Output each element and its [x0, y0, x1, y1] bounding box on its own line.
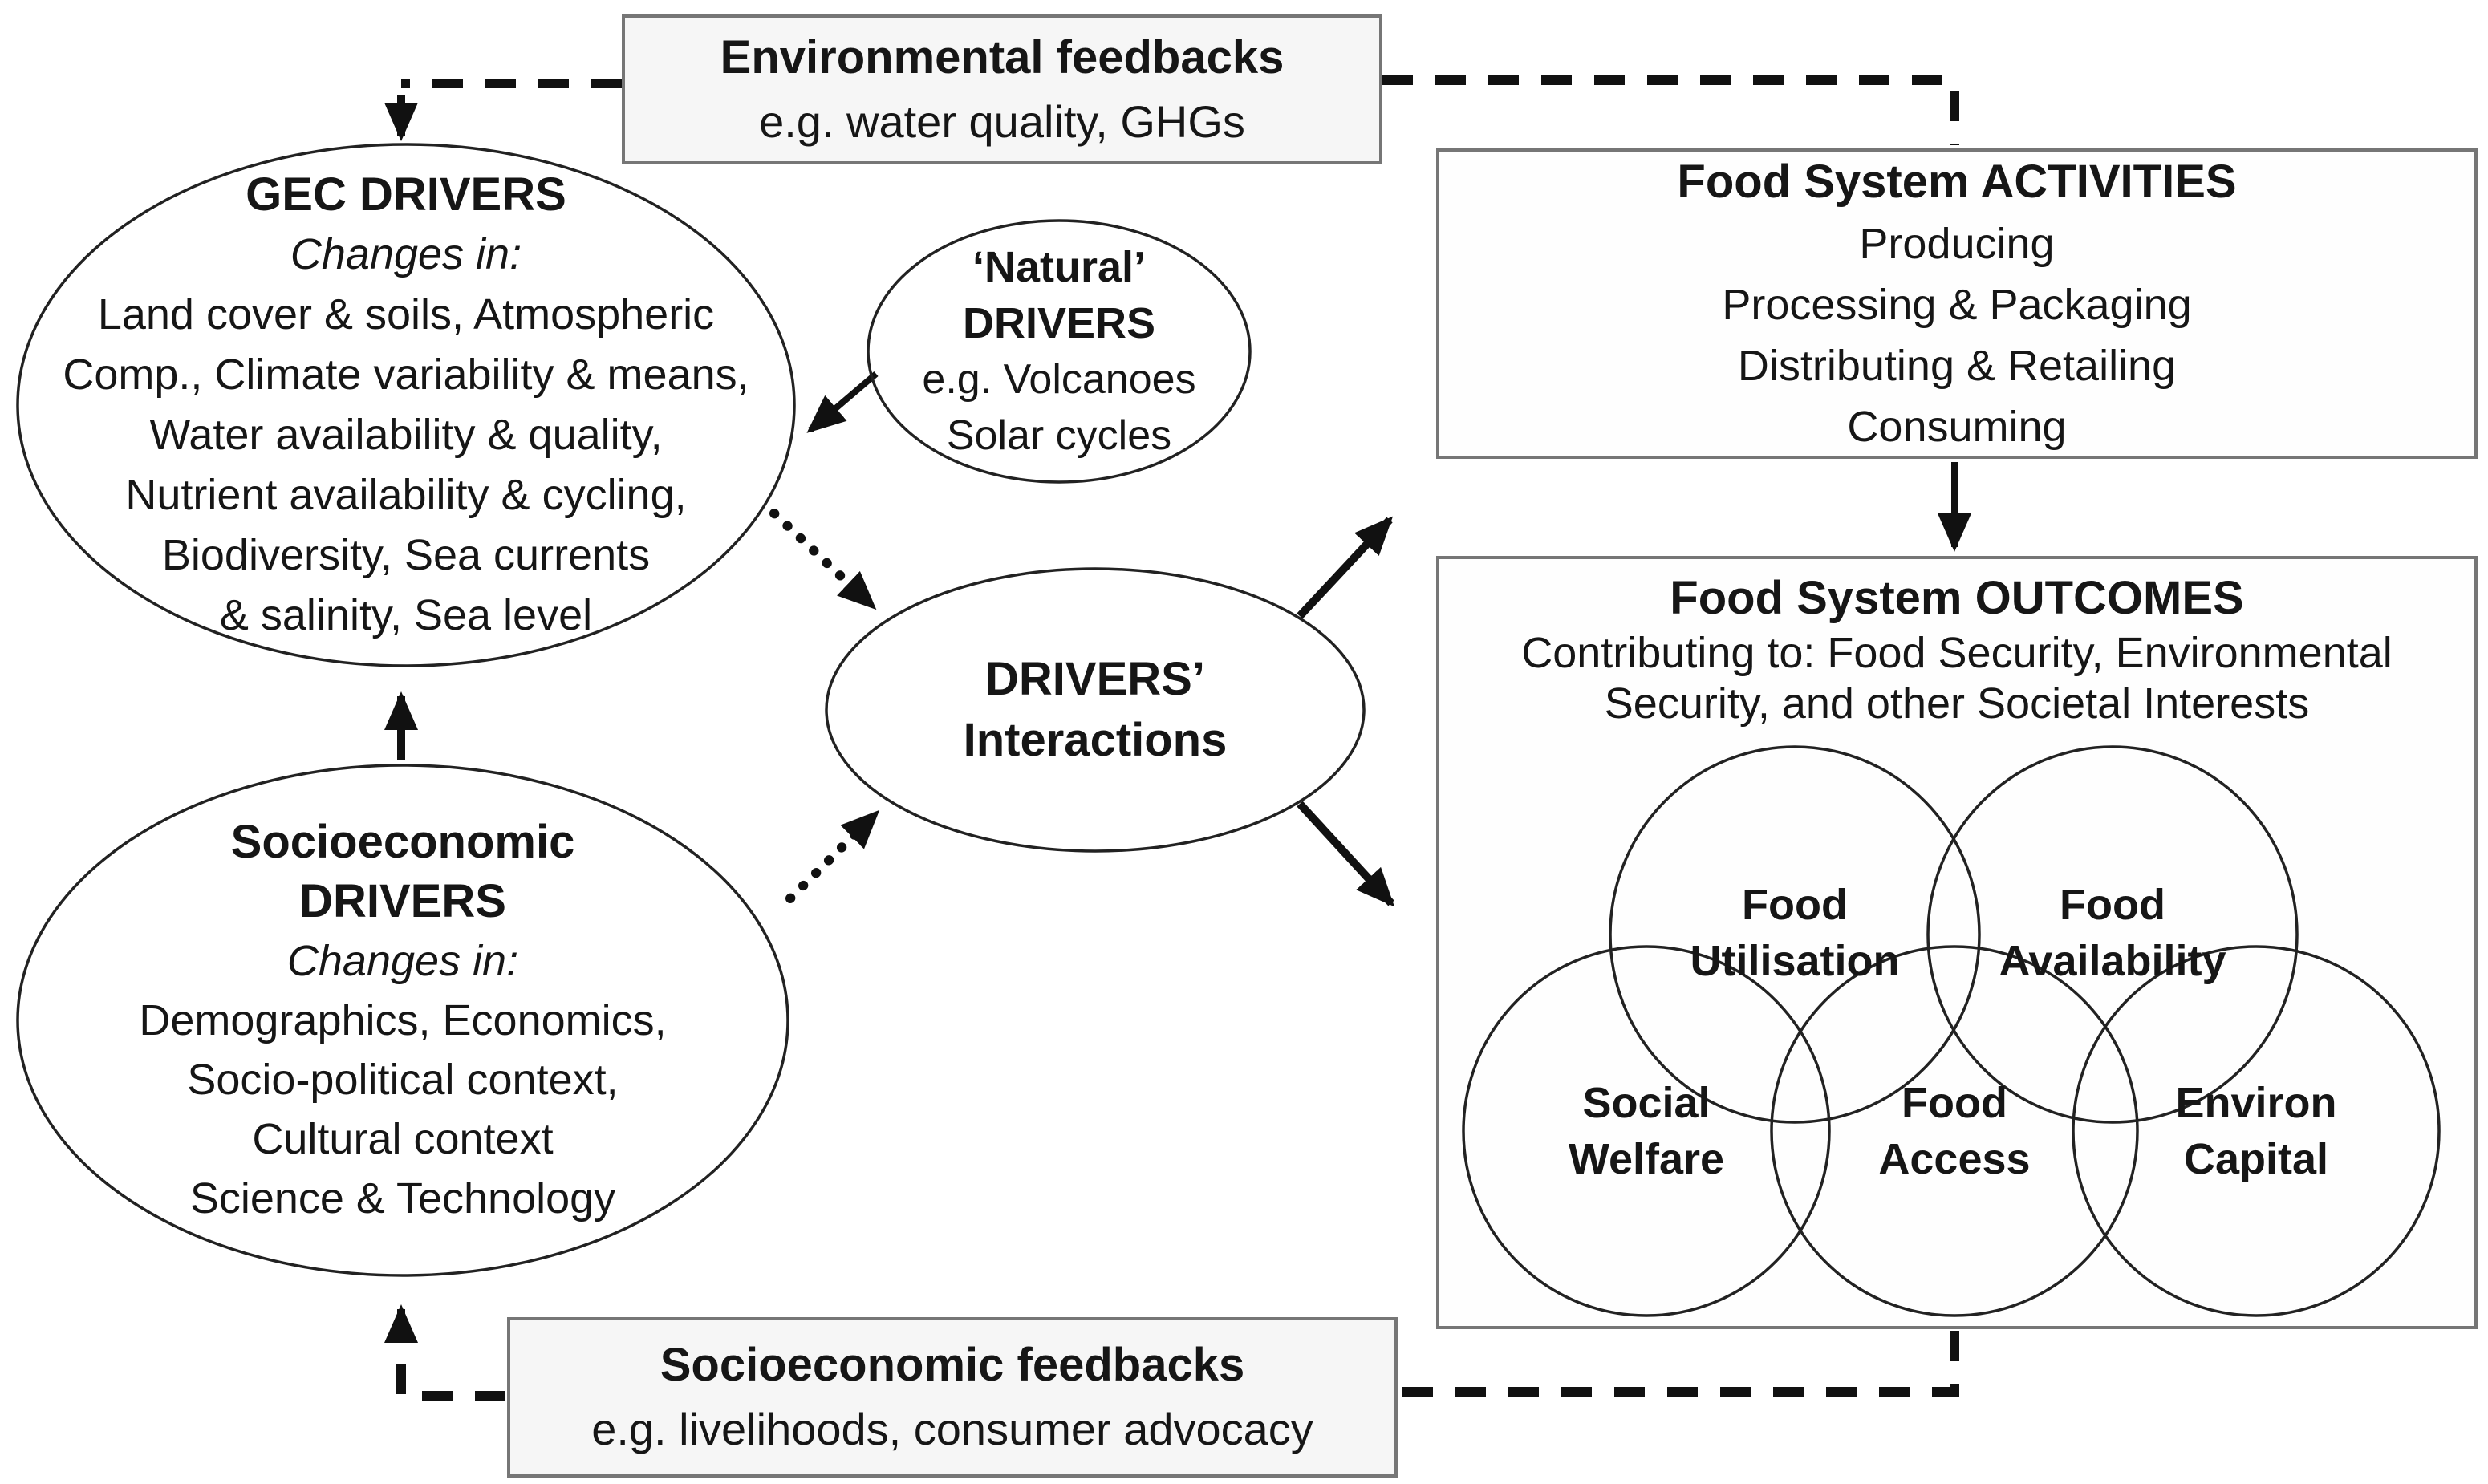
drivers-interactions-line: DRIVERS’ [985, 653, 1205, 705]
natural-drivers-text: ‘Natural’ DRIVERS e.g. Volcanoes Solar c… [875, 239, 1244, 464]
circle-label-line: Utilisation [1690, 937, 1900, 985]
env-feedback-connector-right [1382, 75, 1959, 145]
drivers-interactions-text: DRIVERS’ Interactions [895, 649, 1296, 771]
gec-drivers-line: Biodiversity, Sea currents [161, 531, 651, 579]
circle-label-line: Access [1878, 1135, 2031, 1183]
activity-item: Processing & Packaging [1722, 280, 2192, 329]
natural-to-gec-arrow [806, 371, 879, 433]
gec-drivers-line: & salinity, Sea level [219, 591, 593, 639]
gec-drivers-subtitle: Changes in: [290, 230, 522, 278]
outcomes-feedback-connector [1401, 1331, 1959, 1397]
circle-label-line: Social [1582, 1079, 1711, 1127]
food-system-activities-box: Food System ACTIVITIES Producing Process… [1436, 148, 2478, 459]
social-welfare-label: Social Welfare [1462, 1075, 1831, 1187]
socioeconomic-drivers-text: Socioeconomic DRIVERS Changes in: Demogr… [18, 813, 788, 1228]
environmental-feedbacks-title: Environmental feedbacks [720, 30, 1285, 83]
gec-drivers-line: Water availability & quality, [149, 411, 663, 459]
circle-label-line: Availability [1999, 937, 2226, 985]
gec-drivers-line: Nutrient availability & cycling, [125, 471, 687, 519]
activity-item: Consuming [1847, 402, 2067, 451]
outcomes-title: Food System OUTCOMES [1670, 572, 2244, 624]
socioeconomic-drivers-line: Socio-political context, [187, 1056, 619, 1104]
environmental-feedbacks-box: Environmental feedbacks e.g. water quali… [622, 14, 1382, 164]
environ-capital-label: Environ Capital [2072, 1075, 2441, 1187]
food-access-circle [1770, 945, 2139, 1317]
drivers-interactions-line: Interactions [963, 714, 1228, 766]
natural-drivers-title-line: DRIVERS [962, 299, 1156, 347]
food-availability-label: Food Availability [1928, 877, 2297, 989]
natural-drivers-line: e.g. Volcanoes [922, 356, 1196, 403]
natural-drivers-ellipse [867, 219, 1252, 484]
outcomes-subtitle-line: Contributing to: Food Security, Environm… [1521, 629, 2393, 677]
socioeconomic-drivers-subtitle: Changes in: [286, 937, 519, 985]
circle-label-line: Welfare [1568, 1135, 1725, 1183]
interactions-to-outcomes-arrow [1297, 801, 1395, 907]
drivers-interactions-ellipse [825, 567, 1366, 853]
socioeconomic-drivers-title-line: DRIVERS [299, 875, 506, 927]
activity-item: Distributing & Retailing [1737, 341, 2177, 390]
socio-to-interactions-dotted-arrow [785, 809, 881, 903]
environ-capital-circle [2072, 945, 2441, 1317]
natural-drivers-line: Solar cycles [946, 412, 1172, 459]
food-utilisation-circle [1609, 745, 1981, 1124]
interactions-to-activities-arrow [1297, 516, 1394, 619]
socioeconomic-drivers-line: Cultural context [252, 1115, 554, 1163]
activities-title: Food System ACTIVITIES [1677, 155, 2237, 208]
food-availability-circle [1926, 745, 2299, 1124]
socioeconomic-feedbacks-title: Socioeconomic feedbacks [660, 1339, 1245, 1391]
gec-drivers-line: Land cover & soils, Atmospheric [97, 290, 715, 339]
socioeconomic-feedbacks-box: Socioeconomic feedbacks e.g. livelihoods… [507, 1317, 1398, 1478]
activity-item: Producing [1859, 219, 2055, 268]
gec-drivers-line: Comp., Climate variability & means, [63, 351, 749, 399]
circle-label-line: Environ [2175, 1079, 2337, 1127]
outcomes-subtitle-line: Security, and other Societal Interests [1604, 679, 2310, 728]
natural-drivers-title-line: ‘Natural’ [972, 243, 1147, 291]
socioeconomic-drivers-title-line: Socioeconomic [230, 816, 575, 868]
socioeconomic-drivers-line: Demographics, Economics, [139, 996, 667, 1044]
circle-label-line: Capital [2183, 1135, 2329, 1183]
circle-label-line: Food [1742, 881, 1848, 929]
socioeconomic-drivers-line: Science & Technology [189, 1174, 616, 1222]
circle-label-line: Food [1902, 1079, 2007, 1127]
socioeconomic-drivers-ellipse [16, 764, 789, 1277]
gec-drivers-text: GEC DRIVERS Changes in: Land cover & soi… [21, 164, 791, 646]
gec-drivers-ellipse [16, 143, 796, 667]
food-utilisation-label: Food Utilisation [1610, 877, 1979, 989]
food-access-label: Food Access [1770, 1075, 2139, 1187]
gec-drivers-title: GEC DRIVERS [246, 168, 566, 221]
socioeconomic-feedbacks-example: e.g. livelihoods, consumer advocacy [591, 1404, 1313, 1454]
socio-feedback-connector [396, 1336, 505, 1401]
social-welfare-circle [1462, 945, 1831, 1317]
gec-to-interactions-dotted-arrow [769, 509, 878, 611]
environmental-feedbacks-example: e.g. water quality, GHGs [759, 95, 1245, 147]
circle-label-line: Food [2060, 881, 2165, 929]
